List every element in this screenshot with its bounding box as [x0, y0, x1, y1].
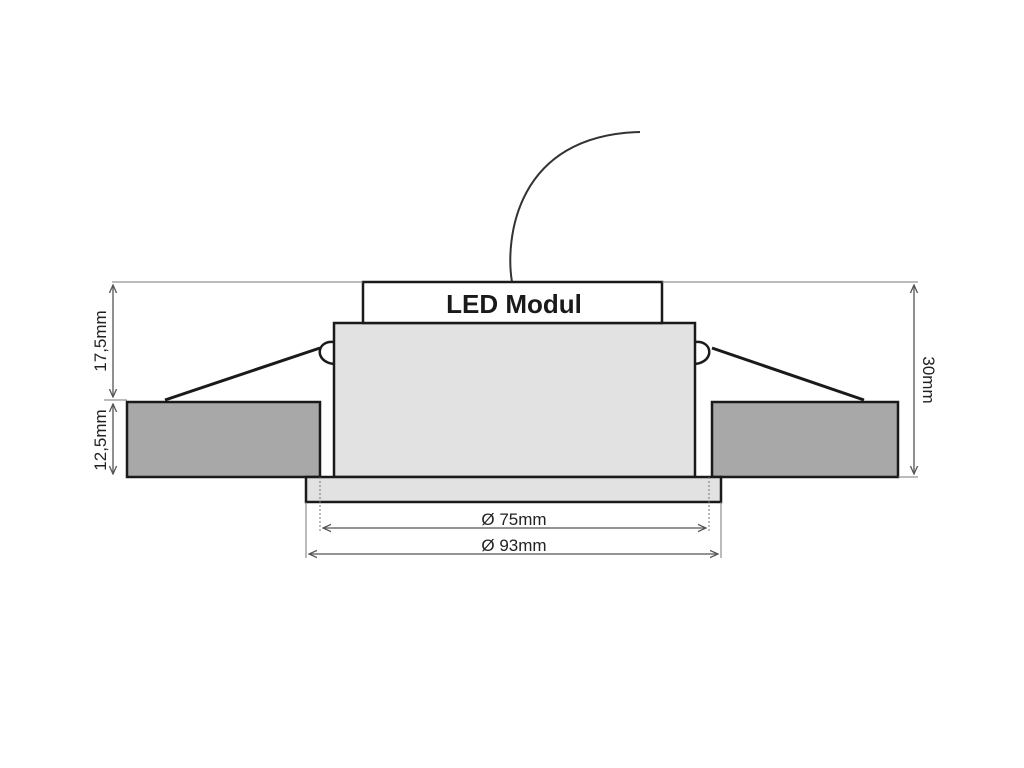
- spring-clip-hook-right: [694, 340, 711, 366]
- upper-height-label: 17,5mm: [91, 310, 110, 371]
- outer-diameter-label: Ø 93mm: [481, 536, 546, 555]
- spring-clip-hook-left: [318, 340, 335, 366]
- inner-diameter-label: Ø 75mm: [481, 510, 546, 529]
- led-module-label: LED Modul: [446, 289, 582, 319]
- spring-clip-right: [711, 346, 865, 402]
- power-cable: [509, 131, 641, 283]
- spring-clip-left: [164, 346, 321, 402]
- housing-body: [332, 321, 697, 479]
- ceiling-slab-left: [125, 400, 322, 479]
- lower-height-label: 12,5mm: [91, 409, 110, 470]
- housing-flange: [304, 475, 723, 504]
- total-height-label: 30mm: [919, 356, 938, 403]
- ceiling-slab-right: [710, 400, 900, 479]
- led-module: [361, 280, 664, 325]
